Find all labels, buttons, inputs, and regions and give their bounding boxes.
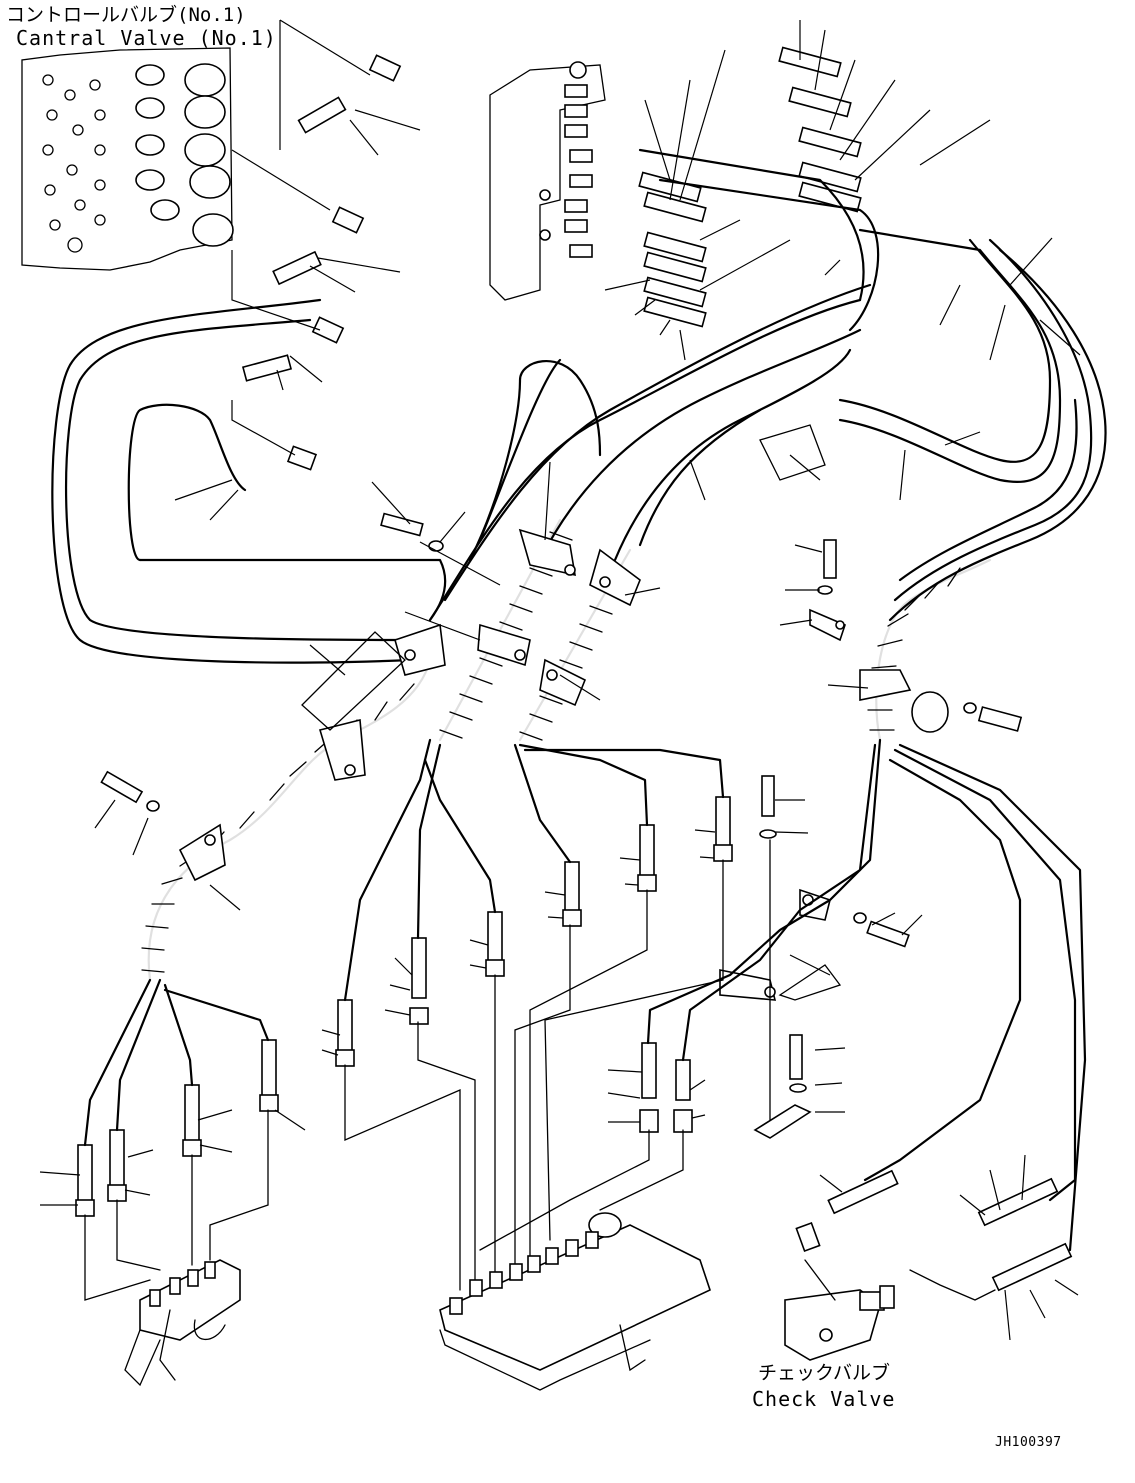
- hose-clamps: [178, 528, 912, 1001]
- valve-side-fittings: [241, 54, 402, 471]
- label-tags: [301, 424, 842, 1001]
- control-valve-label-jp: コントロールバルブ(No.1): [6, 4, 246, 26]
- drawing-code: JH100397: [995, 1435, 1062, 1450]
- misc-leaders: [39, 237, 1081, 1341]
- top-right-hose-ends: [604, 20, 991, 361]
- leader-lines: [174, 19, 421, 521]
- control-valve-label-en: Cantral Valve (No.1): [16, 26, 277, 50]
- connection-lines: [84, 839, 996, 1301]
- lower-hose-fittings: [75, 796, 1073, 1292]
- lower-hose-runs: [83, 738, 1087, 1252]
- lower-left-manifold: [124, 1259, 241, 1387]
- check-valve-label-en: Check Valve: [752, 1387, 896, 1411]
- bolts-and-washers: [100, 512, 1023, 1139]
- check-valve-label-jp: チェックバルブ: [758, 1362, 891, 1384]
- hose-bundles: [51, 148, 1107, 982]
- control-valve-block: [21, 47, 234, 271]
- spiral-wraps: [141, 531, 961, 973]
- lower-center-manifold: [439, 1212, 711, 1391]
- upper-manifold: [489, 61, 606, 301]
- check-valve: [784, 1221, 895, 1361]
